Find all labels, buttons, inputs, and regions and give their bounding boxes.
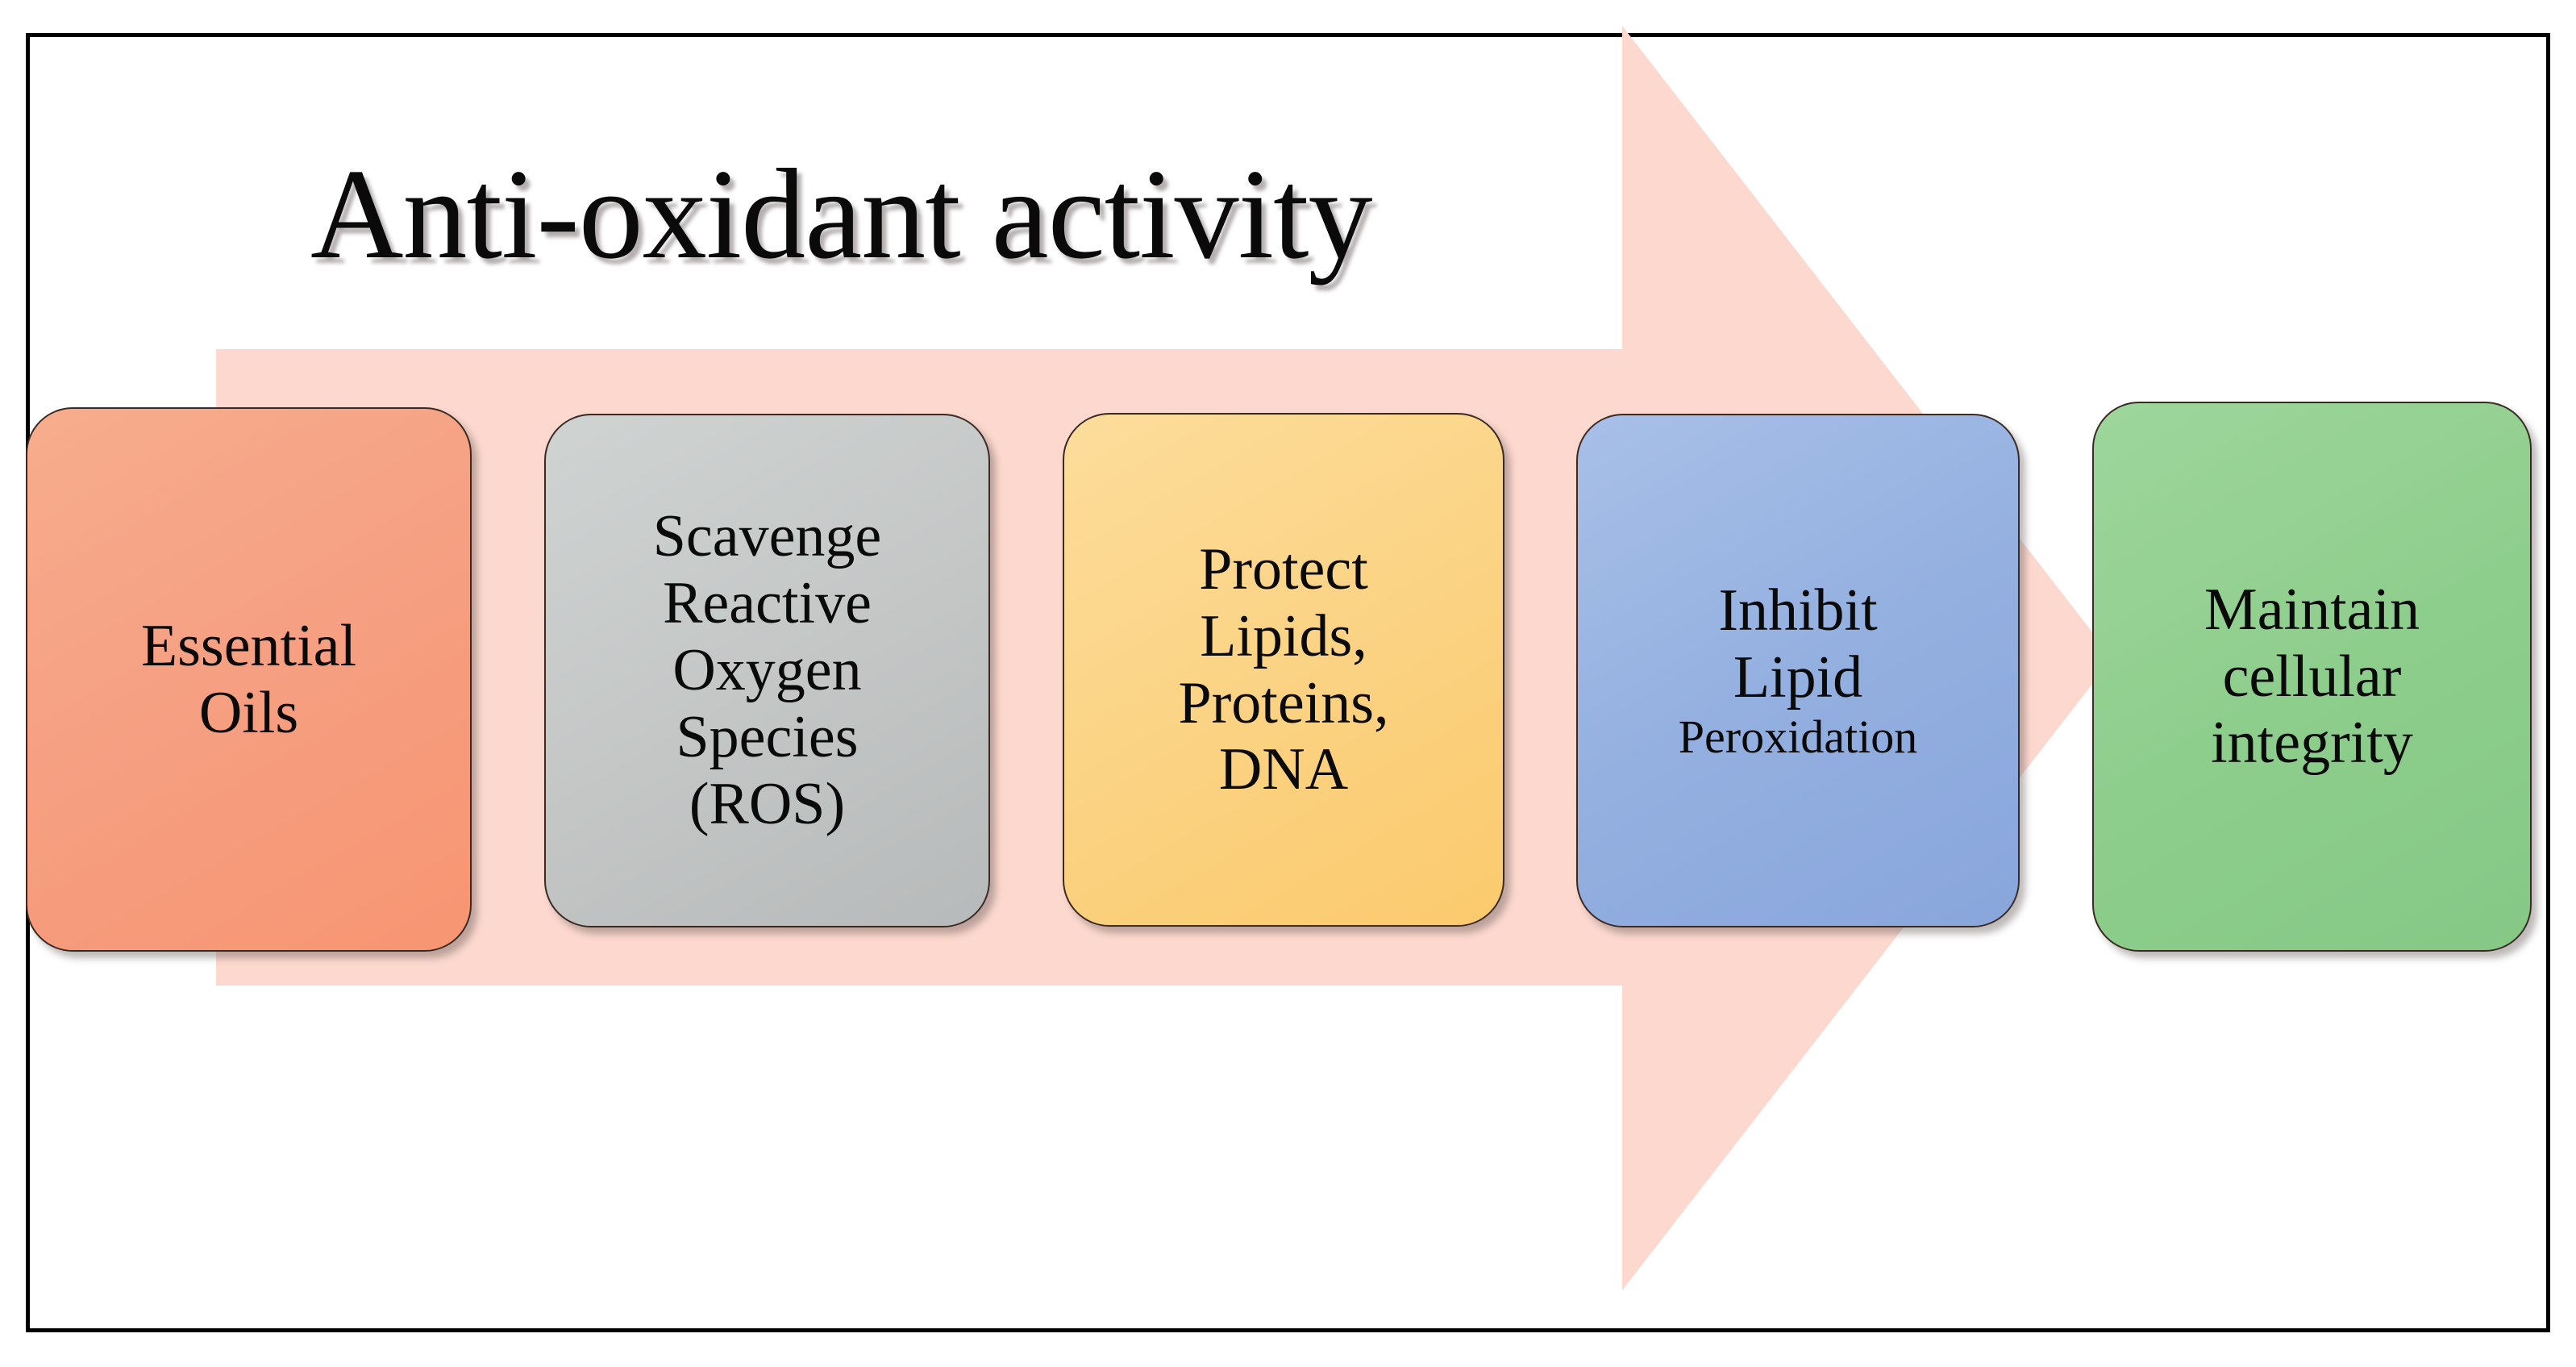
flow-step-essential-oils[interactable]: Essential Oils (26, 407, 472, 952)
flow-step-label: Maintain cellular integrity (2198, 577, 2426, 777)
flow-step-scavenge-ros[interactable]: Scavenge Reactive Oxygen Species (ROS) (544, 414, 990, 927)
flow-step-maintain-integrity[interactable]: Maintain cellular integrity (2092, 402, 2532, 952)
flow-step-inhibit-lipid-peroxidation[interactable]: Inhibit Lipid Peroxidation (1576, 414, 2020, 927)
flow-step-protect-macromolecules[interactable]: Protect Lipids, Proteins, DNA (1063, 413, 1504, 927)
flow-step-label: Inhibit Lipid Peroxidation (1672, 577, 1924, 764)
label-line: Proteins, (1178, 669, 1389, 736)
label-line: Lipid (1733, 644, 1863, 711)
label-line: Reactive (663, 570, 872, 637)
label-line: Oxygen (672, 637, 862, 704)
label-line: DNA (1218, 736, 1349, 803)
label-line: Inhibit (1718, 577, 1878, 644)
label-line: Maintain (2204, 576, 2420, 643)
label-line: Lipids, (1200, 602, 1367, 669)
flow-step-label: Scavenge Reactive Oxygen Species (ROS) (647, 503, 888, 837)
label-line: cellular (2222, 643, 2402, 710)
label-line: (ROS) (689, 770, 846, 837)
label-line-small: Peroxidation (1678, 710, 1918, 763)
flow-step-label: Essential Oils (135, 613, 363, 747)
label-line: Scavenge (652, 503, 882, 570)
page-title: Anti-oxidant activity (310, 142, 1372, 285)
label-line: Essential (140, 612, 357, 679)
label-line: Protect (1199, 536, 1368, 602)
label-line: Oils (198, 679, 299, 746)
label-line: integrity (2211, 710, 2413, 777)
label-line: Species (676, 703, 859, 770)
flow-step-label: Protect Lipids, Proteins, DNA (1171, 536, 1395, 804)
